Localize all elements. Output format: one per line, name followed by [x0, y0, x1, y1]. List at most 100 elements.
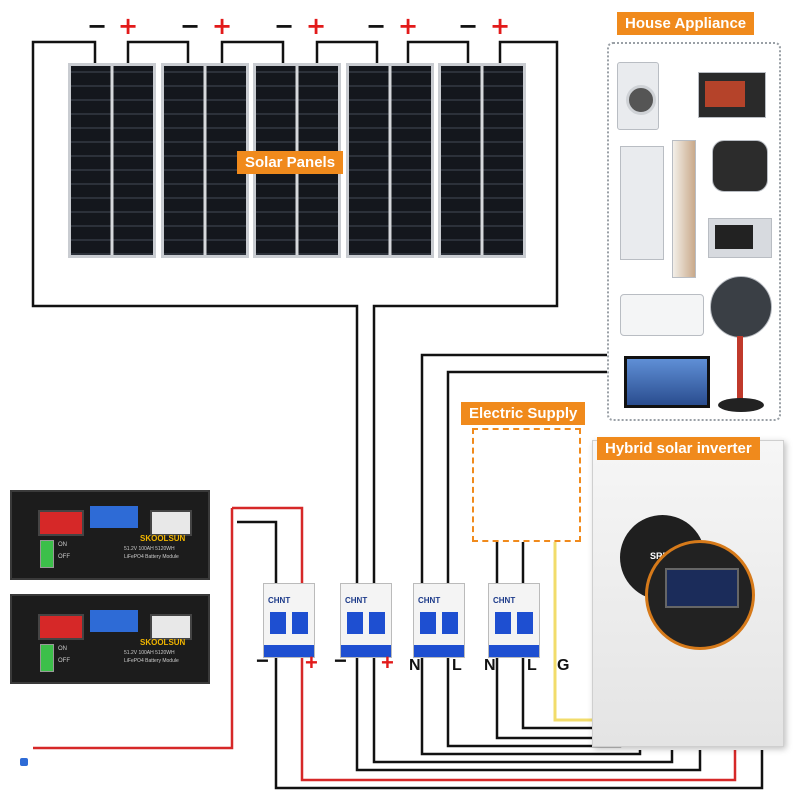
appliance-wires — [420, 353, 607, 583]
breaker-output-base — [414, 645, 464, 657]
feed-ground — [553, 538, 600, 722]
battery-2-terminals — [38, 614, 84, 640]
solar-panel-5 — [438, 63, 526, 258]
panel-link-3-4 — [315, 40, 379, 63]
panel-2-plus: + — [212, 12, 233, 40]
television-icon — [624, 356, 710, 408]
panel-5-minus: − — [458, 12, 479, 40]
panel-5-plus: + — [490, 12, 511, 40]
inverter-feed-wires — [274, 538, 764, 790]
standing-fan-icon — [710, 276, 772, 338]
breaker-grid-lever-2[interactable] — [517, 612, 533, 634]
battery-1-off: OFF — [58, 554, 70, 560]
battery-2-on: ON — [58, 646, 67, 652]
panel-3-plus: + — [306, 12, 327, 40]
battery-negative-lead — [237, 520, 278, 583]
feed-pv-negative — [355, 658, 702, 772]
breaker-output-lever-1[interactable] — [420, 612, 436, 634]
battery-1-lcd — [90, 506, 138, 528]
battery-1-type: LiFePO4 Battery Module — [124, 554, 179, 560]
solar-panel-4 — [346, 63, 434, 258]
solar-panels-label: Solar Panels — [237, 151, 344, 174]
feed-grid-l — [521, 658, 600, 730]
terminal-grid-n: N — [484, 657, 496, 674]
panel-3-minus: − — [274, 12, 295, 40]
panel-link-2-3 — [220, 40, 285, 63]
terminal-grid-l: L — [527, 657, 537, 674]
solar-string-wires — [31, 40, 559, 583]
breaker-grid: CHNT — [488, 583, 540, 658]
panel-4-plus: + — [398, 12, 419, 40]
terminal-pv-minus: − — [334, 648, 347, 673]
breaker-grid-lever-1[interactable] — [495, 612, 511, 634]
feed-battery-negative — [274, 658, 764, 790]
breaker-battery: CHNT — [263, 583, 315, 658]
wire-connector-icon — [20, 758, 28, 766]
battery-module-2: ON OFF SKOOLSUN 51.2V 100AH 5120WH LiFeP… — [10, 594, 210, 684]
breaker-grid-base — [489, 645, 539, 657]
battery-2-switch[interactable] — [40, 644, 54, 672]
fan-stand-icon — [737, 336, 743, 402]
battery-2-type: LiFePO4 Battery Module — [124, 658, 179, 664]
panel-4-minus: − — [366, 12, 387, 40]
battery-2-lcd — [90, 610, 138, 632]
battery-1-brand: SKOOLSUN — [140, 534, 186, 543]
air-conditioner-tower-icon — [672, 140, 696, 278]
washing-machine-icon — [617, 62, 659, 130]
appliance-wire-2 — [446, 370, 607, 583]
microwave-icon — [708, 218, 772, 258]
hybrid-inverter-label: Hybrid solar inverter — [597, 437, 760, 460]
battery-2-off: OFF — [58, 658, 70, 664]
breaker-output-brand: CHNT — [418, 596, 441, 605]
panel-link-4-5 — [406, 40, 470, 63]
battery-1-switch[interactable] — [40, 540, 54, 568]
solar-negative-lead — [31, 40, 359, 583]
battery-2-model: 51.2V 100AH 5120WH — [124, 650, 175, 656]
panel-2-minus: − — [180, 12, 201, 40]
terminal-out-n: N — [409, 657, 421, 674]
battery-1-on: ON — [58, 542, 67, 548]
solar-panel-1 — [68, 63, 156, 258]
battery-1-terminals — [38, 510, 84, 536]
battery-positive-to-inverter — [33, 508, 234, 750]
terminal-out-l: L — [452, 657, 462, 674]
electric-supply-label: Electric Supply — [461, 402, 586, 425]
breaker-battery-brand: CHNT — [268, 596, 291, 605]
solar-positive-lead — [372, 40, 559, 583]
breaker-battery-lever-1[interactable] — [270, 612, 286, 634]
panel-1-minus: − — [87, 12, 108, 40]
terminal-battery-minus: − — [256, 648, 269, 673]
feed-out-n — [420, 658, 642, 756]
breaker-output: CHNT — [413, 583, 465, 658]
breaker-pv-lever-2[interactable] — [369, 612, 385, 634]
terminal-pv-plus: + — [381, 650, 394, 675]
refrigerator-icon — [620, 146, 664, 260]
breaker-grid-brand: CHNT — [493, 596, 516, 605]
breaker-output-lever-2[interactable] — [442, 612, 458, 634]
battery-wires — [33, 506, 304, 750]
grid-wires — [495, 538, 525, 583]
breaker-battery-lever-2[interactable] — [292, 612, 308, 634]
breaker-pv-lever-1[interactable] — [347, 612, 363, 634]
battery-1-comm-ports — [150, 510, 192, 536]
panel-1-plus: + — [118, 12, 139, 40]
breaker-pv-base — [341, 645, 391, 657]
toaster-oven-icon — [698, 72, 766, 118]
terminal-ground: G — [557, 657, 570, 674]
electric-supply-box — [472, 428, 581, 542]
feed-pv-positive — [372, 658, 674, 764]
breaker-pv: CHNT — [340, 583, 392, 658]
house-appliance-label: House Appliance — [617, 12, 755, 35]
rice-cooker-icon — [712, 140, 768, 192]
panel-link-1-2 — [126, 40, 190, 63]
solar-panel-2 — [161, 63, 249, 258]
breaker-battery-base — [264, 645, 314, 657]
fan-base-icon — [718, 398, 764, 412]
feed-battery-positive — [300, 658, 737, 782]
feed-grid-n — [495, 658, 600, 740]
battery-1-model: 51.2V 100AH 5120WH — [124, 546, 175, 552]
battery-2-brand: SKOOLSUN — [140, 638, 186, 647]
battery-positive-lead — [232, 506, 304, 583]
terminal-battery-plus: + — [305, 650, 318, 675]
breaker-pv-brand: CHNT — [345, 596, 368, 605]
